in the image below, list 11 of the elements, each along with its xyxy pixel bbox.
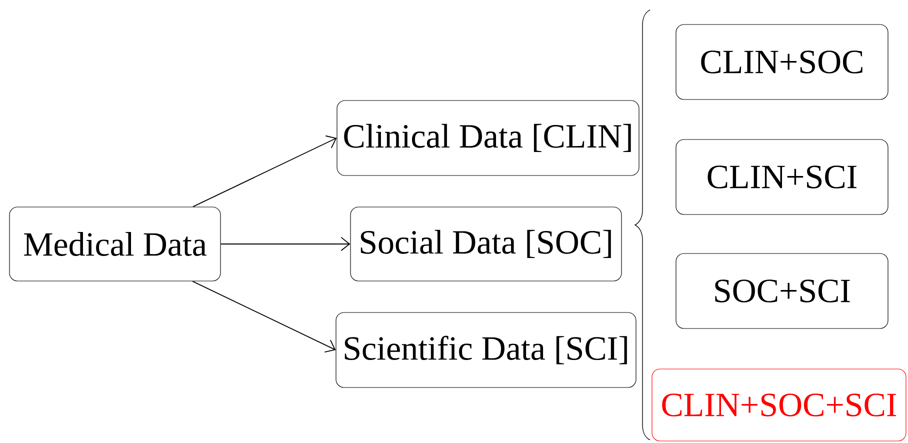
process-box: Scientific Data [SCI] [336,312,636,388]
process-box: CLIN+SOC [676,24,888,100]
arrow [192,280,336,353]
process-box: Clinical Data [CLIN] [336,100,640,176]
arrow [192,135,337,208]
arrow [220,236,350,252]
process-box: CLIN+SOC+SCI [652,368,906,442]
process-box: CLIN+SCI [676,139,888,215]
process-box: Medical Data [9,206,221,282]
process-box: SOC+SCI [676,253,888,329]
process-box: Social Data [SOC] [350,206,622,282]
